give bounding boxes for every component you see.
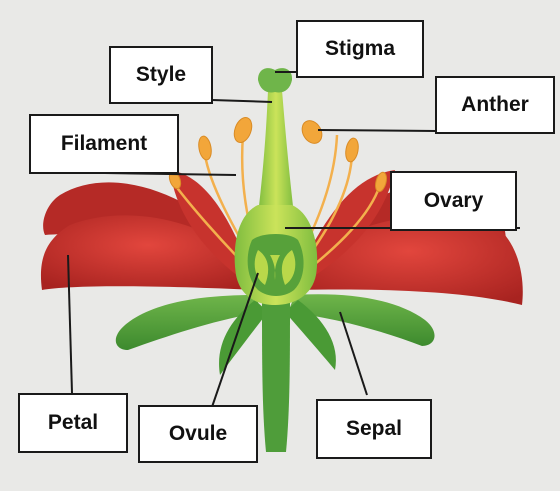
label-filament: Filament [29,114,179,174]
label-sepal-text: Sepal [346,417,402,441]
label-stigma-text: Stigma [325,37,395,61]
label-ovule: Ovule [138,405,258,463]
label-anther-text: Anther [461,93,529,117]
stem [262,300,290,452]
label-petal-text: Petal [48,411,98,435]
label-petal: Petal [18,393,128,453]
label-ovary: Ovary [390,171,517,231]
label-stigma: Stigma [296,20,424,78]
label-ovary-text: Ovary [424,189,484,213]
label-style: Style [109,46,213,104]
label-anther: Anther [435,76,555,134]
label-filament-text: Filament [61,132,147,156]
style-shape [258,90,294,215]
leader-ovule [212,273,258,407]
label-ovule-text: Ovule [169,422,227,446]
label-sepal: Sepal [316,399,432,459]
label-style-text: Style [136,63,186,87]
leader-style [212,100,272,102]
leader-anther [318,130,436,131]
